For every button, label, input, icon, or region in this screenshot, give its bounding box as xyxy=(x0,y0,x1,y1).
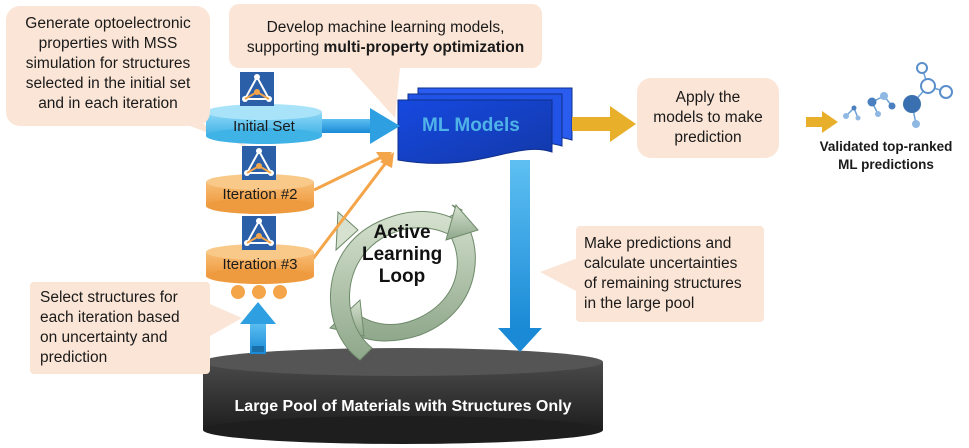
iteration3-to-ml-arrow xyxy=(310,159,390,261)
initial-to-ml-arrow xyxy=(322,108,400,144)
callout-line: of remaining structures xyxy=(584,275,742,292)
validated-molecules-icon xyxy=(843,62,953,128)
pool-to-iterations-arrow xyxy=(240,302,276,354)
apply-callout: Apply the models to make prediction xyxy=(637,78,779,158)
large-pool-cylinder xyxy=(203,348,603,444)
iteration2-to-ml-arrow xyxy=(313,154,385,192)
callout-line: in the large pool xyxy=(584,295,695,312)
iteration3-arrowhead xyxy=(380,152,394,168)
callout-line: Apply the xyxy=(675,89,741,106)
select-callout: Select structures for each iteration bas… xyxy=(30,282,210,374)
callout-line: Select structures for xyxy=(40,289,178,306)
iteration-3-cylinder xyxy=(206,244,314,284)
validated-predictions-label: Validated top-ranked ML predictions xyxy=(806,138,966,174)
ellipsis-dot xyxy=(231,285,245,299)
iteration-2-cylinder xyxy=(206,174,314,214)
molecule-icon xyxy=(242,146,276,180)
callout-line: calculate uncertainties xyxy=(584,255,738,272)
callout-text: supporting xyxy=(246,39,324,56)
select-callout-tail xyxy=(210,304,242,336)
predict-callout-tail xyxy=(540,258,578,292)
initial-set-label: Initial Set xyxy=(233,118,295,135)
iteration2-arrowhead xyxy=(376,152,392,164)
callout-line: Generate optoelectronic xyxy=(25,15,191,32)
loop-label-line: Loop xyxy=(378,266,426,287)
ellipsis-dot xyxy=(273,285,287,299)
callout-line: supporting multi-property optimization xyxy=(229,38,542,58)
generate-callout: Generate optoelectronic properties with … xyxy=(6,6,210,126)
ml-models-label: ML Models xyxy=(422,115,520,136)
ml-to-apply-arrow xyxy=(572,106,636,142)
callout-line: Make predictions and xyxy=(584,235,732,252)
initial-set-cylinder xyxy=(206,104,322,144)
ml-models-stack xyxy=(397,87,573,164)
ml-to-pool-arrow xyxy=(498,160,542,352)
ellipsis-dot xyxy=(252,285,266,299)
predict-callout: Make predictions and calculate uncertain… xyxy=(576,226,764,322)
callout-emphasis: multi-property optimization xyxy=(323,39,525,56)
iteration-3-label: Iteration #3 xyxy=(222,256,298,273)
molecule-icon xyxy=(242,216,276,250)
iteration-2-label: Iteration #2 xyxy=(222,186,298,203)
callout-line: selected in the initial set xyxy=(25,75,191,92)
apply-to-validated-arrow xyxy=(806,111,838,133)
callout-line: Develop machine learning models, xyxy=(266,19,505,36)
callout-line: simulation for structures xyxy=(25,55,191,72)
callout-line: each iteration based xyxy=(40,309,180,326)
callout-line: and in each iteration xyxy=(38,95,178,112)
develop-callout-tail xyxy=(350,68,400,118)
develop-callout: Develop machine learning models, support… xyxy=(229,4,542,68)
large-pool-label: Large Pool of Materials with Structures … xyxy=(234,398,572,415)
callout-line: on uncertainty and xyxy=(40,329,168,346)
validated-line: Validated top-ranked xyxy=(819,139,953,154)
molecule-icon xyxy=(240,72,274,106)
loop-label-line: Active xyxy=(373,222,431,243)
active-learning-loop-label: Active Learning Loop xyxy=(362,222,442,288)
generate-callout-tail xyxy=(150,120,255,150)
loop-label-line: Learning xyxy=(362,244,443,265)
callout-line: prediction xyxy=(674,129,742,146)
callout-line: prediction xyxy=(40,349,108,366)
callout-line: properties with MSS xyxy=(38,35,178,52)
callout-line: models to make xyxy=(653,109,763,126)
validated-line: ML predictions xyxy=(838,157,934,172)
